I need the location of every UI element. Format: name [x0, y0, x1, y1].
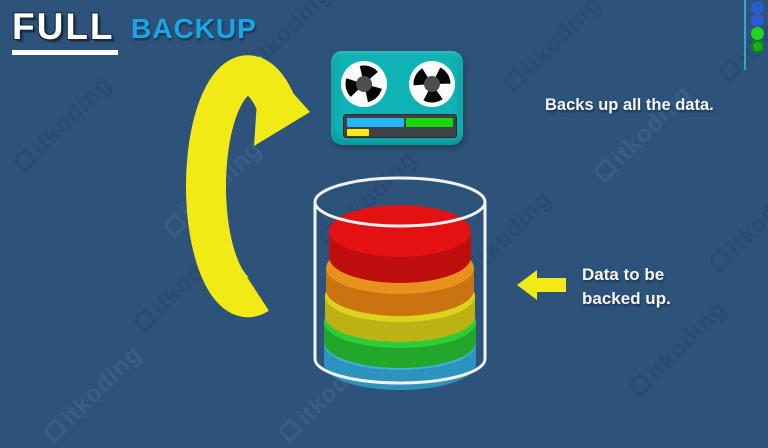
data-caption-line1: Data to be	[582, 265, 665, 284]
watermark: itkoding	[500, 0, 608, 98]
watermark-logo-icon	[627, 372, 653, 399]
reel-icon	[341, 61, 455, 107]
watermark-logo-icon	[12, 147, 38, 174]
green-dot	[751, 27, 764, 40]
backup-progress-bar	[343, 114, 457, 138]
backup-caption: Backs up all the data.	[545, 96, 714, 114]
watermark-logo-icon	[502, 67, 528, 94]
watermark-logo-icon	[717, 57, 743, 84]
watermark: itkoding	[10, 70, 118, 178]
watermark-logo-icon	[42, 417, 68, 444]
progress-segment-yellow	[347, 129, 369, 136]
green-dot-dark	[751, 40, 764, 53]
left-arrow-icon	[517, 270, 566, 300]
watermark: itkoding	[705, 170, 768, 278]
title-full: FULL	[12, 6, 118, 55]
full-backup-diagram: { "title": { "main": "FULL", "accent": "…	[10, 0, 768, 444]
watermark-logo-icon	[277, 417, 303, 444]
title-backup: BACKUP	[131, 13, 257, 44]
progress-segment-blue	[347, 118, 404, 127]
data-caption-line2: backed up.	[582, 289, 671, 308]
watermark-text: itkoding	[606, 80, 698, 172]
watermark-text: itkoding	[721, 170, 768, 262]
watermark-logo-icon	[592, 157, 618, 184]
watermark-text: itkoding	[26, 70, 118, 162]
data-caption: Data to be backed up.	[582, 263, 671, 311]
decorative-line	[744, 0, 746, 70]
tape-drive-icon	[331, 51, 463, 145]
blue-dot	[751, 14, 764, 27]
watermark: itkoding	[625, 295, 733, 403]
watermark-logo-icon	[132, 307, 158, 334]
progress-segment-green	[406, 118, 453, 127]
database-cylinder-icon	[313, 176, 487, 390]
watermark-text: itkoding	[516, 0, 608, 82]
watermark-text: itkoding	[56, 340, 148, 432]
watermark-logo-icon	[707, 247, 733, 274]
blue-dot	[751, 1, 764, 14]
cycle-arrow-icon	[185, 55, 310, 318]
